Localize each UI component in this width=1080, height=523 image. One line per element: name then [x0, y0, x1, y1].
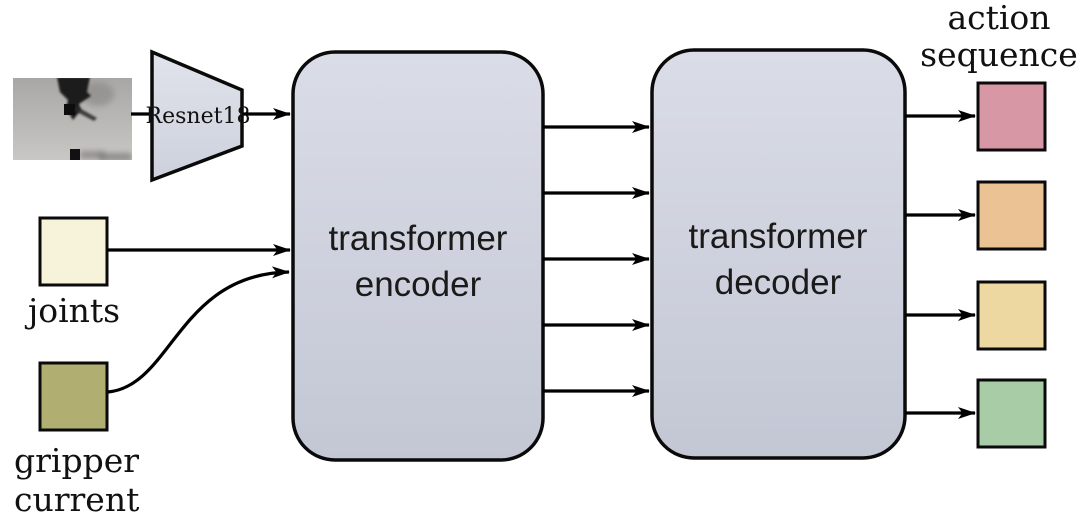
- gripper-tip: [64, 104, 75, 115]
- gripper-to-encoder-arrow: [107, 266, 290, 394]
- gripper-finger: [75, 106, 97, 121]
- gripper-label-line2: current: [14, 480, 139, 519]
- encoder-box: [291, 50, 545, 462]
- action-square-1: [976, 81, 1047, 152]
- object-shadow: [80, 151, 104, 159]
- camera-image: [13, 78, 132, 160]
- gripper-arm-shape: [57, 78, 91, 120]
- action-square-4: [976, 378, 1047, 449]
- gripper-label-line1: gripper: [14, 441, 139, 480]
- decoder-to-output-arrows: [905, 110, 976, 419]
- table-object: [70, 149, 80, 160]
- encoder-label-line1: transformer: [329, 219, 508, 258]
- decoder-label-line2: decoder: [715, 263, 842, 302]
- decoder-box: [650, 48, 907, 460]
- encoder-label-line2: encoder: [355, 265, 482, 304]
- encoder-to-decoder-arrows: [543, 121, 650, 397]
- gripper-shadow-blur: [82, 82, 114, 106]
- gripper-current-square: [38, 361, 109, 432]
- joints-square: [38, 216, 109, 287]
- joints-label: joints: [24, 291, 120, 330]
- resnet-trapezoid: [150, 49, 244, 183]
- action-sequence-label-line1: action: [947, 0, 1050, 37]
- action-square-3: [976, 280, 1047, 351]
- action-square-2: [976, 180, 1047, 251]
- photo-bottom-strip: [100, 153, 132, 160]
- resnet-label: Resnet18: [146, 104, 251, 129]
- action-sequence-squares: [976, 81, 1047, 449]
- decoder-label-line1: transformer: [689, 217, 868, 256]
- action-sequence-label-line2: sequence: [920, 35, 1078, 74]
